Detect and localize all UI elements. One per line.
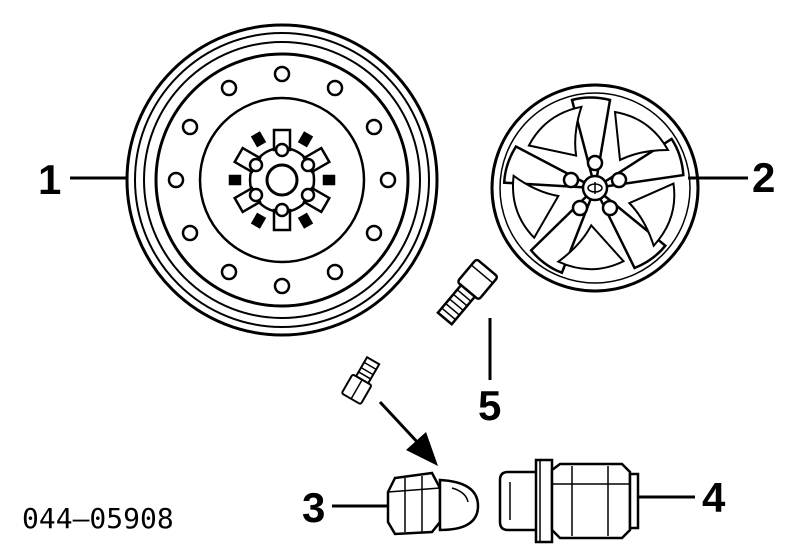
- diagram-part-number: 044–05908: [22, 502, 174, 535]
- leader-lines: [70, 176, 748, 508]
- acorn-lug-nut: [386, 471, 480, 536]
- lock-bolt: [436, 258, 498, 327]
- wheel-vent-holes: [167, 65, 397, 295]
- wheel-cover: [490, 83, 700, 293]
- arrow-stud-to-nut: [378, 400, 438, 466]
- steel-wheel: [125, 23, 439, 337]
- callout-4: 4: [702, 474, 726, 521]
- wheel-hub: [228, 128, 336, 232]
- lug-nut-with-washer: [498, 458, 640, 544]
- callout-5: 5: [478, 382, 501, 429]
- callout-3: 3: [302, 484, 325, 531]
- wheel-stud: [341, 355, 381, 405]
- callout-2: 2: [752, 154, 775, 201]
- callout-1: 1: [38, 156, 61, 203]
